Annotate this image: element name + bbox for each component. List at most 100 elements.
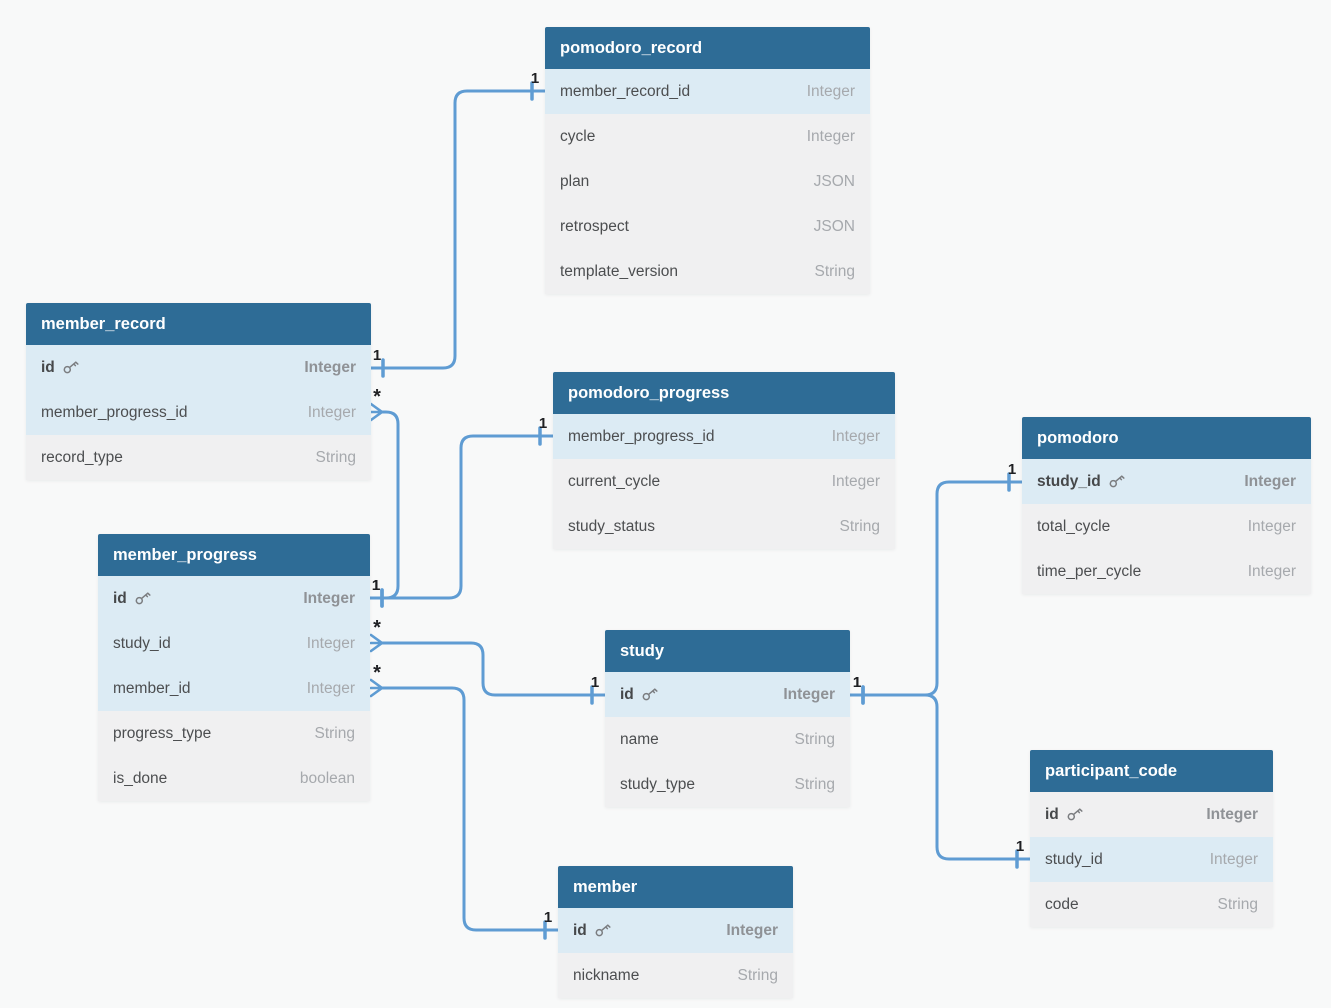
table-row[interactable]: study_id Integer xyxy=(98,621,370,666)
table-row[interactable]: id Integer xyxy=(98,576,370,621)
field-name: id xyxy=(41,358,55,376)
field-name: study_status xyxy=(568,517,656,535)
relationship-member_record-pomodoro_record[interactable]: 1 1 xyxy=(369,70,547,378)
table-row[interactable]: cycle Integer xyxy=(545,114,870,159)
field-type: String xyxy=(1217,895,1259,913)
field-type: String xyxy=(814,262,856,280)
table-row[interactable]: member_progress_id Integer xyxy=(553,414,895,459)
cardinality-label: 1 xyxy=(372,577,380,594)
field-type: Integer xyxy=(726,921,778,939)
table-row[interactable]: record_type String xyxy=(26,435,371,480)
table-title: member xyxy=(558,866,793,908)
table-pomodoro_progress[interactable]: pomodoro_progress member_progress_id Int… xyxy=(553,372,895,549)
table-row[interactable]: template_version String xyxy=(545,249,870,294)
field-type: String xyxy=(314,724,356,742)
table-row[interactable]: id Integer xyxy=(605,672,850,717)
field-name: retrospect xyxy=(560,217,629,235)
field-name: progress_type xyxy=(113,724,212,742)
primary-key-icon xyxy=(135,592,151,605)
field-name: study_type xyxy=(620,775,695,793)
table-member_progress[interactable]: member_progress id Integer study_id Inte… xyxy=(98,534,370,801)
field-type: Integer xyxy=(306,634,355,652)
table-row[interactable]: study_status String xyxy=(553,504,895,549)
field-type: Integer xyxy=(1247,562,1296,580)
field-name: code xyxy=(1045,895,1079,913)
field-name: template_version xyxy=(560,262,679,280)
field-name: nickname xyxy=(573,966,640,984)
relationship-member_progress-member[interactable]: * 1 xyxy=(369,662,560,940)
primary-key-icon xyxy=(1109,475,1125,488)
cardinality-label: 1 xyxy=(591,674,599,691)
cardinality-label: 1 xyxy=(1008,461,1016,478)
field-name: name xyxy=(620,730,659,748)
table-row[interactable]: member_record_id Integer xyxy=(545,69,870,114)
table-row[interactable]: member_progress_id Integer xyxy=(26,390,371,435)
table-row[interactable]: id Integer xyxy=(1030,792,1273,837)
table-row[interactable]: name String xyxy=(605,717,850,762)
table-participant_code[interactable]: participant_code id Integer study_id Int… xyxy=(1030,750,1273,927)
cardinality-label: * xyxy=(373,617,381,639)
crow-foot-many-icon xyxy=(369,633,384,653)
field-name: is_done xyxy=(113,769,168,787)
cardinality-label: 1 xyxy=(853,674,861,691)
table-row[interactable]: nickname String xyxy=(558,953,793,998)
relationship-member_progress-pomodoro_progress[interactable]: 1 1 xyxy=(368,415,555,608)
field-name: id xyxy=(573,921,587,939)
field-name: member_progress_id xyxy=(41,403,188,421)
field-name: study_id xyxy=(1045,850,1103,868)
table-row[interactable]: study_type String xyxy=(605,762,850,807)
table-pomodoro_record[interactable]: pomodoro_record member_record_id Integer… xyxy=(545,27,870,294)
field-name: id xyxy=(620,685,634,703)
table-row[interactable]: is_done boolean xyxy=(98,756,370,801)
table-pomodoro[interactable]: pomodoro study_id Integer total_cycle In… xyxy=(1022,417,1311,594)
field-type: Integer xyxy=(783,685,835,703)
field-name: id xyxy=(113,589,127,607)
field-type: Integer xyxy=(1247,517,1296,535)
table-row[interactable]: id Integer xyxy=(26,345,371,390)
table-study[interactable]: study id Integer name String study_type … xyxy=(605,630,850,807)
field-name: member_record_id xyxy=(560,82,691,100)
table-title: study xyxy=(605,630,850,672)
field-type: Integer xyxy=(806,127,855,145)
relationship-member_progress-member_record[interactable]: 1 * xyxy=(368,386,400,608)
relationship-study-participant_code[interactable]: 1 1 xyxy=(848,674,1032,869)
field-type: JSON xyxy=(813,172,855,190)
field-name: study_id xyxy=(1037,472,1101,490)
table-row[interactable]: id Integer xyxy=(558,908,793,953)
table-row[interactable]: retrospect JSON xyxy=(545,204,870,249)
table-row[interactable]: study_id Integer xyxy=(1030,837,1273,882)
relationship-member_progress-study[interactable]: * 1 xyxy=(369,617,607,705)
field-type: Integer xyxy=(1244,472,1296,490)
field-type: String xyxy=(794,775,836,793)
cardinality-label: * xyxy=(373,386,381,408)
field-type: Integer xyxy=(306,679,355,697)
table-row[interactable]: code String xyxy=(1030,882,1273,927)
table-row[interactable]: progress_type String xyxy=(98,711,370,756)
field-name: id xyxy=(1045,805,1059,823)
field-name: total_cycle xyxy=(1037,517,1111,535)
primary-key-icon xyxy=(595,924,611,937)
table-row[interactable]: plan JSON xyxy=(545,159,870,204)
table-member_record[interactable]: member_record id Integer member_progress… xyxy=(26,303,371,480)
field-type: Integer xyxy=(307,403,356,421)
table-row[interactable]: member_id Integer xyxy=(98,666,370,711)
field-name: plan xyxy=(560,172,590,190)
field-name: record_type xyxy=(41,448,123,466)
table-row[interactable]: current_cycle Integer xyxy=(553,459,895,504)
table-title: member_progress xyxy=(98,534,370,576)
field-type: Integer xyxy=(831,427,880,445)
table-member[interactable]: member id Integer nickname String xyxy=(558,866,793,998)
field-name: current_cycle xyxy=(568,472,661,490)
table-title: participant_code xyxy=(1030,750,1273,792)
cardinality-label: 1 xyxy=(372,577,380,594)
table-row[interactable]: study_id Integer xyxy=(1022,459,1311,504)
field-type: String xyxy=(794,730,836,748)
table-row[interactable]: time_per_cycle Integer xyxy=(1022,549,1311,594)
field-type: Integer xyxy=(304,358,356,376)
cardinality-label: 1 xyxy=(1016,838,1024,855)
table-row[interactable]: total_cycle Integer xyxy=(1022,504,1311,549)
field-type: String xyxy=(737,966,779,984)
field-type: String xyxy=(839,517,881,535)
field-name: member_id xyxy=(113,679,191,697)
